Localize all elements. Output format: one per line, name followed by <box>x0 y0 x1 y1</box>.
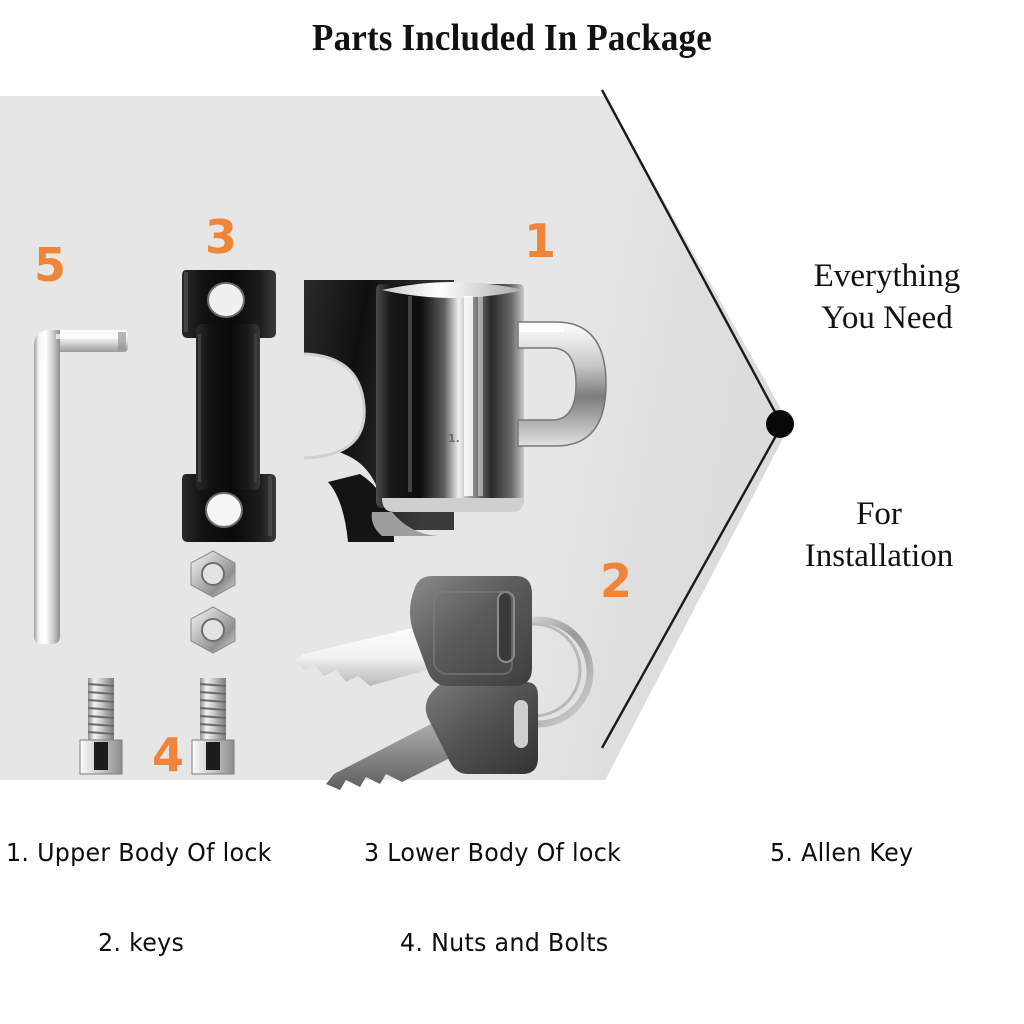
caption-item-2: 2. keys <box>98 928 185 957</box>
watermark-label: 1. <box>448 432 460 445</box>
upper-body-lock-illustration <box>303 280 607 542</box>
side-text-line1: Everything <box>813 258 961 294</box>
caption-item-1: 1. Upper Body Of lock <box>6 838 272 867</box>
side-text-top: Everything You Need <box>752 256 1022 339</box>
allen-key-illustration <box>34 330 128 644</box>
lower-body-bracket-illustration <box>182 270 276 542</box>
side-text-line4: Installation <box>804 537 954 574</box>
part-number-2: 2 <box>600 554 633 608</box>
parts-photo-panel: 5 3 1 2 4 <box>0 96 790 790</box>
side-text-line3: For <box>856 496 902 532</box>
keys-illustration <box>294 576 594 790</box>
caption-item-3: 3 Lower Body Of lock <box>364 838 622 867</box>
part-number-3: 3 <box>205 210 238 264</box>
caption-item-4: 4. Nuts and Bolts <box>400 928 609 957</box>
side-text-line2: You Need <box>821 299 953 336</box>
part-number-5: 5 <box>34 238 67 292</box>
part-number-1: 1 <box>524 214 557 268</box>
nuts-illustration <box>190 550 236 654</box>
page-title: Parts Included In Package <box>312 17 712 59</box>
caption-item-5: 5. Allen Key <box>770 838 914 867</box>
side-text-bottom: For Installation <box>744 494 1014 577</box>
bolts-illustration <box>79 678 235 775</box>
part-number-4: 4 <box>152 728 185 782</box>
